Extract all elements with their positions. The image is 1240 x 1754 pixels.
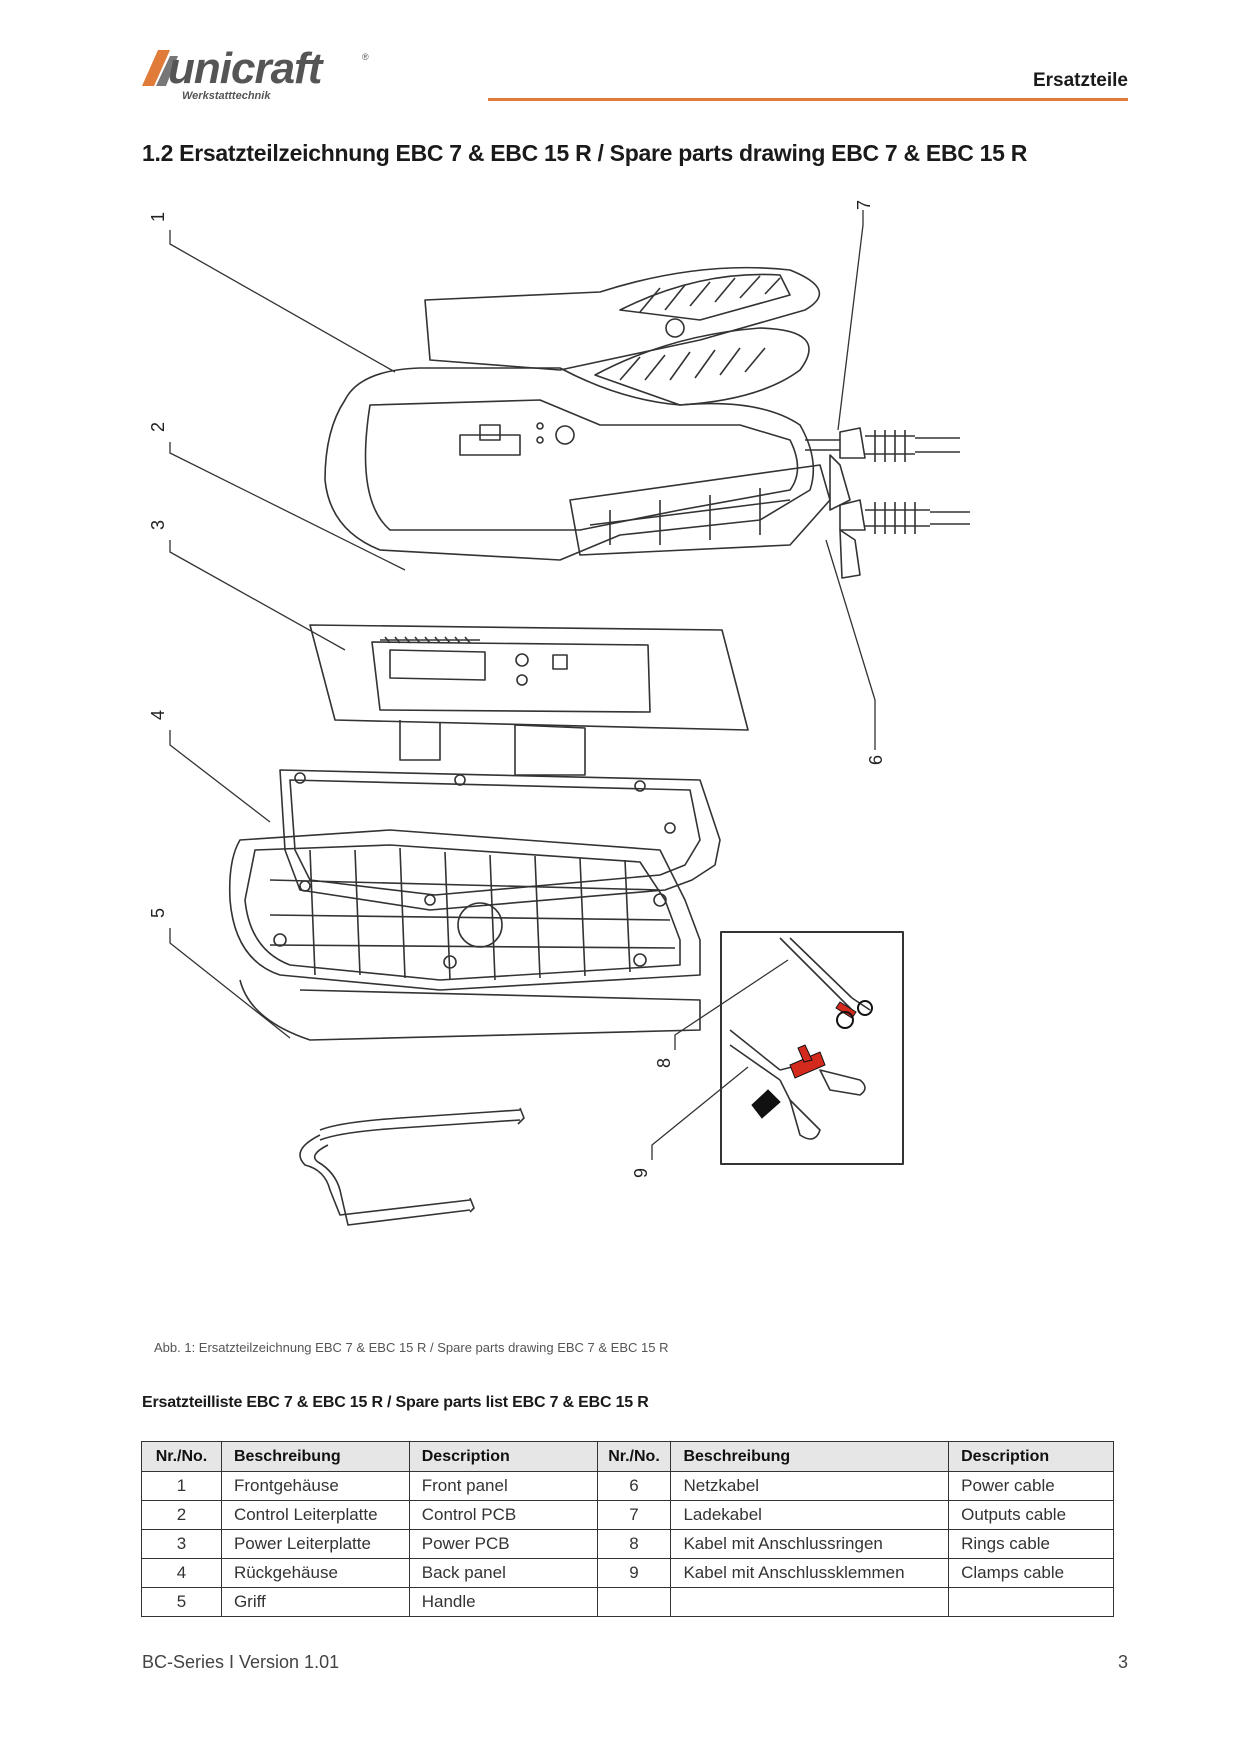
exploded-parts-drawing: 1 2 3 4 5 6 7 8 9 — [148, 200, 970, 1226]
black-clamp — [751, 1089, 781, 1119]
col-header-beschreibung: Beschreibung — [670, 1441, 950, 1472]
callout-leaders — [169, 210, 876, 1160]
part-beschreibung: Ladekabel — [670, 1500, 950, 1530]
callout-4: 4 — [148, 710, 168, 720]
power-and-output-cables — [805, 427, 970, 579]
part-number: 8 — [596, 1529, 672, 1559]
part-beschreibung: Kabel mit Anschlussklemmen — [670, 1558, 950, 1588]
part-description — [948, 1587, 1114, 1617]
part-beschreibung: Control Leiterplatte — [220, 1500, 410, 1530]
table-row: 3 Power Leiterplatte Power PCB 8 Kabel m… — [141, 1529, 1114, 1559]
table-row: 4 Rückgehäuse Back panel 9 Kabel mit Ans… — [141, 1558, 1114, 1588]
col-header-nr: Nr./No. — [596, 1441, 672, 1472]
page-title: 1.2 Ersatzteilzeichnung EBC 7 & EBC 15 R… — [142, 140, 1028, 166]
part-beschreibung: Kabel mit Anschlussringen — [670, 1529, 950, 1559]
table-header-row: Nr./No. Beschreibung Description Nr./No.… — [141, 1441, 1114, 1472]
footer-version: BC-Series I Version 1.01 — [142, 1652, 340, 1672]
part-description: Clamps cable — [948, 1558, 1114, 1588]
figure-caption: Abb. 1: Ersatzteilzeichnung EBC 7 & EBC … — [154, 1340, 669, 1355]
table-row: 5 Griff Handle — [141, 1587, 1114, 1617]
logo-mark-icon — [142, 50, 178, 86]
parts-list-title: Ersatzteilliste EBC 7 & EBC 15 R / Spare… — [142, 1394, 649, 1411]
part-description: Power cable — [948, 1471, 1114, 1501]
part-number — [596, 1587, 672, 1617]
front-housing — [324, 266, 831, 561]
col-header-nr: Nr./No. — [141, 1441, 222, 1472]
part-beschreibung: Netzkabel — [670, 1471, 950, 1501]
parts-table: Nr./No. Beschreibung Description Nr./No.… — [141, 1441, 1114, 1617]
logo-registered-mark: ® — [362, 52, 369, 62]
part-number: 5 — [141, 1587, 222, 1617]
part-beschreibung: Griff — [220, 1587, 410, 1617]
logo-subtitle: Werkstatttechnik — [182, 90, 271, 102]
page-number: 3 — [1117, 1652, 1128, 1672]
part-number: 4 — [141, 1558, 222, 1588]
part-number: 1 — [141, 1471, 222, 1501]
header-rule — [488, 98, 1128, 101]
part-beschreibung: Power Leiterplatte — [220, 1529, 410, 1559]
table-row: 1 Frontgehäuse Front panel 6 Netzkabel P… — [141, 1471, 1114, 1501]
col-header-beschreibung: Beschreibung — [220, 1441, 410, 1472]
pcb-assembly — [309, 624, 749, 776]
part-description: Control PCB — [408, 1500, 598, 1530]
accessory-inset — [720, 931, 904, 1165]
part-description: Rings cable — [948, 1529, 1114, 1559]
callout-9: 9 — [631, 1168, 651, 1178]
part-description: Back panel — [408, 1558, 598, 1588]
callout-6: 6 — [866, 755, 886, 765]
part-description: Front panel — [408, 1471, 598, 1501]
callout-1: 1 — [148, 212, 168, 222]
part-beschreibung: Frontgehäuse — [220, 1471, 410, 1501]
part-description: Outputs cable — [948, 1500, 1114, 1530]
table-row: 2 Control Leiterplatte Control PCB 7 Lad… — [141, 1500, 1114, 1530]
col-header-description: Description — [948, 1441, 1114, 1472]
part-beschreibung — [670, 1587, 950, 1617]
part-description: Power PCB — [408, 1529, 598, 1559]
callout-5: 5 — [148, 908, 168, 918]
callout-7: 7 — [854, 200, 874, 210]
part-number: 3 — [141, 1529, 222, 1559]
handle — [299, 1107, 525, 1226]
back-housing — [228, 769, 721, 1041]
callout-8: 8 — [654, 1058, 674, 1068]
clip-colors — [751, 1000, 873, 1119]
part-description: Handle — [408, 1587, 598, 1617]
part-number: 6 — [596, 1471, 672, 1501]
part-beschreibung: Rückgehäuse — [220, 1558, 410, 1588]
part-number: 2 — [141, 1500, 222, 1530]
logo-text: unicraft — [168, 44, 322, 93]
callout-3: 3 — [148, 520, 168, 530]
unicraft-logo: unicraft ® Werkstatttechnik — [140, 44, 380, 108]
callout-2: 2 — [148, 422, 168, 432]
col-header-description: Description — [408, 1441, 598, 1472]
part-number: 9 — [596, 1558, 672, 1588]
part-number: 7 — [596, 1500, 672, 1530]
section-label: Ersatzteile — [1032, 70, 1128, 91]
